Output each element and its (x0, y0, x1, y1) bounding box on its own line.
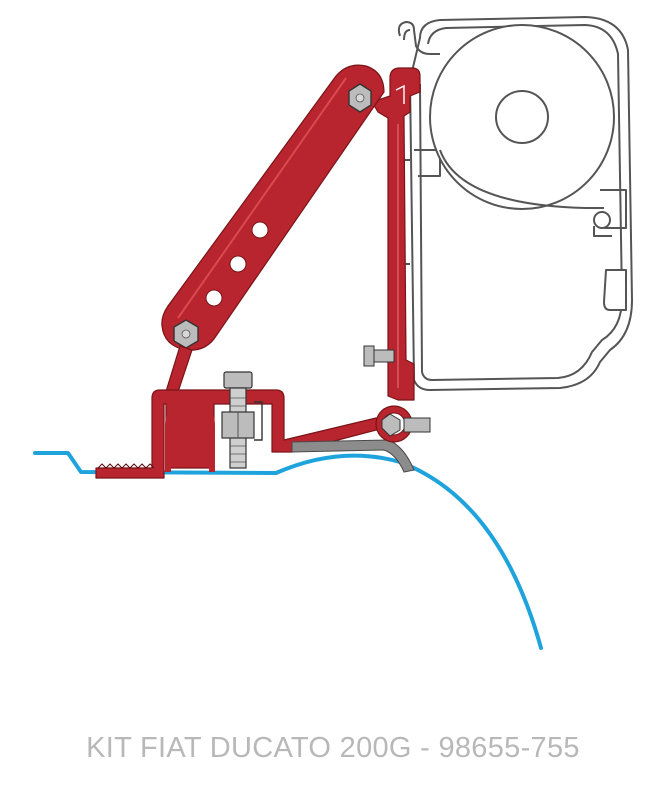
arm-hole (229, 255, 247, 273)
adapter-kit-diagram (33, 16, 633, 650)
hex-bolt-top (348, 83, 372, 113)
side-bolt (363, 345, 395, 367)
pivot-bolt (375, 405, 431, 443)
vehicle-roof-profile (33, 451, 543, 650)
diagonal-support-arm (161, 64, 385, 351)
awning-fabric-roller (429, 24, 615, 210)
rubber-gasket (291, 439, 415, 473)
arm-hole (251, 221, 269, 239)
base-mounting-bracket (95, 389, 385, 479)
product-caption: KIT FIAT DUCATO 200G - 98655-755 (86, 732, 580, 764)
vertical-mounting-bracket (371, 67, 421, 401)
clamp-bolt (221, 371, 263, 469)
hex-bolt-bottom (173, 319, 199, 349)
arm-hole (205, 289, 223, 307)
